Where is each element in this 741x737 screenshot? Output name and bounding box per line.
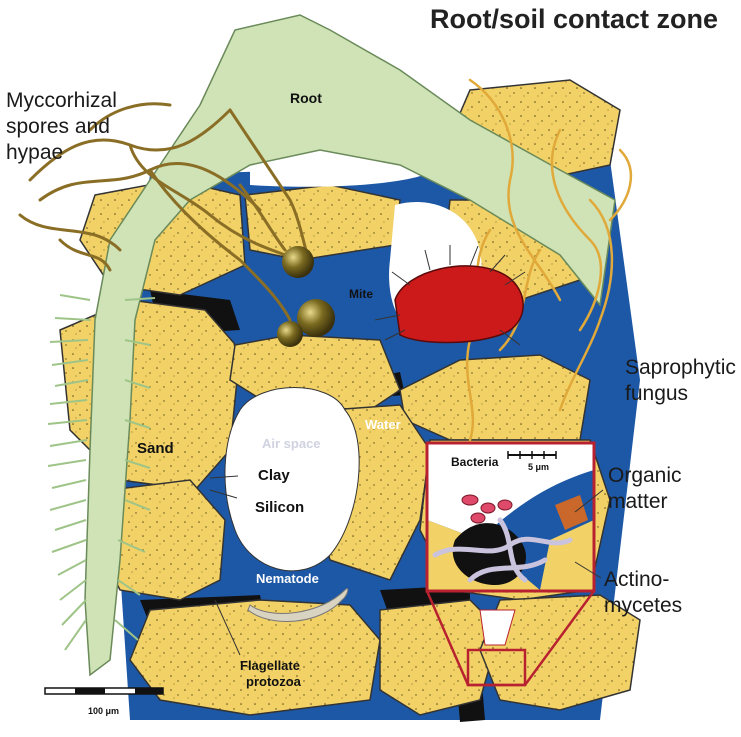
main-scale-bar	[45, 688, 163, 694]
clay-label: Clay	[258, 467, 290, 484]
root-label: Root	[290, 90, 322, 106]
nematode-label: Nematode	[256, 571, 319, 586]
main-scale-label: 100 μm	[88, 706, 119, 716]
sand-label: Sand	[137, 440, 174, 457]
mite-label: Mite	[349, 287, 373, 301]
inset-scale-label: 5 μm	[528, 462, 549, 472]
bacteria-label: Bacteria	[451, 455, 499, 469]
silicon-label: Silicon	[255, 499, 304, 516]
air-space-label: Air space	[262, 436, 321, 451]
actinomycetes-label: Actino-mycetes	[604, 567, 714, 619]
water-label: Water	[365, 417, 401, 432]
page-title: Root/soil contact zone	[0, 4, 718, 35]
